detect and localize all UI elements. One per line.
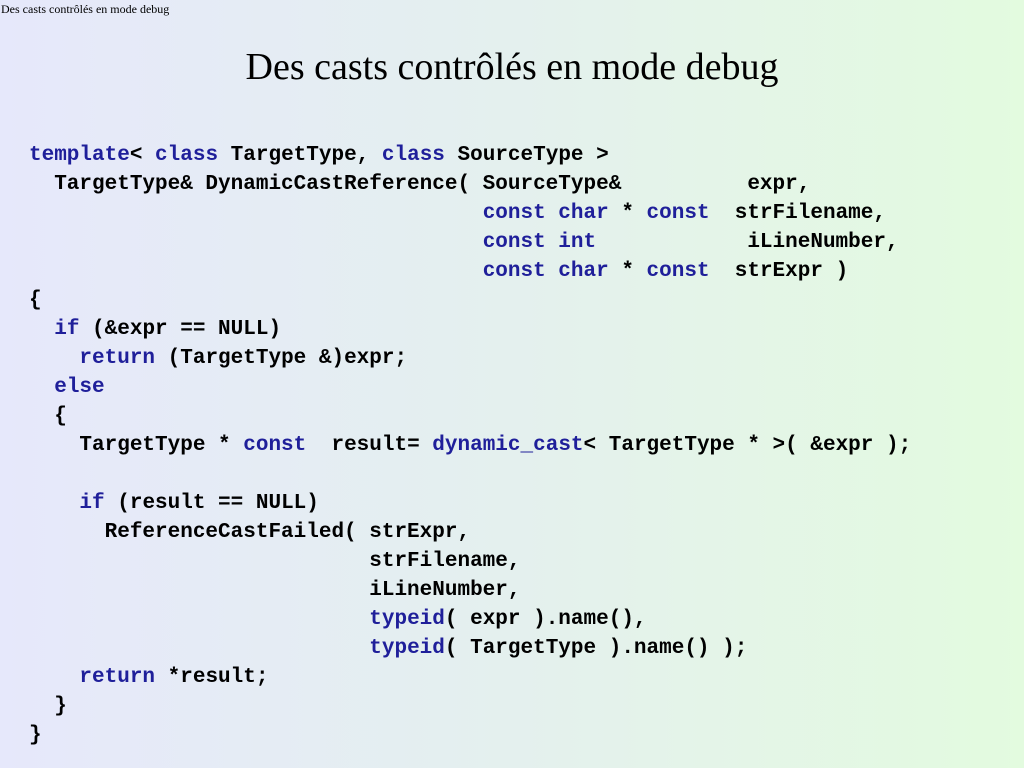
code-keyword: class <box>155 144 219 167</box>
code-keyword: if <box>79 492 105 515</box>
code-text: ReferenceCastFailed( strExpr, <box>29 521 471 544</box>
code-text <box>29 202 483 225</box>
code-text: strFilename, <box>709 202 886 225</box>
code-text: *result; <box>155 666 269 689</box>
code-block: template< class TargetType, class Source… <box>29 141 1024 750</box>
code-keyword: const <box>646 260 710 283</box>
code-line: iLineNumber, <box>29 576 1024 605</box>
code-line: if (&expr == NULL) <box>29 315 1024 344</box>
code-text: (TargetType &)expr; <box>155 347 408 370</box>
code-text <box>29 318 54 341</box>
code-keyword: if <box>54 318 80 341</box>
code-text: TargetType, <box>218 144 382 167</box>
code-text <box>29 666 79 689</box>
code-text <box>29 637 369 660</box>
code-keyword: return <box>79 347 156 370</box>
code-line: { <box>29 402 1024 431</box>
code-keyword: typeid <box>369 608 445 631</box>
code-text: * <box>608 260 647 283</box>
code-text: strFilename, <box>29 550 521 573</box>
code-line: if (result == NULL) <box>29 489 1024 518</box>
code-keyword: class <box>381 144 445 167</box>
code-line: const int iLineNumber, <box>29 228 1024 257</box>
code-line: strFilename, <box>29 547 1024 576</box>
slide-title: Des casts contrôlés en mode debug <box>245 46 779 88</box>
code-text: } <box>29 695 67 718</box>
code-keyword: dynamic_cast <box>432 434 584 457</box>
code-line <box>29 460 1024 489</box>
code-text: SourceType > <box>444 144 609 167</box>
code-line: } <box>29 721 1024 750</box>
code-line: TargetType& DynamicCastReference( Source… <box>29 170 1024 199</box>
code-line: } <box>29 692 1024 721</box>
code-line: return *result; <box>29 663 1024 692</box>
code-text: (&expr == NULL) <box>79 318 282 341</box>
code-line: ReferenceCastFailed( strExpr, <box>29 518 1024 547</box>
code-text: strExpr ) <box>709 260 849 283</box>
header-text: Des casts contrôlés en mode debug <box>1 2 170 16</box>
code-text: < TargetType * >( &expr ); <box>583 434 912 457</box>
code-keyword: const <box>646 202 710 225</box>
code-text: result= <box>306 434 433 457</box>
code-text <box>29 231 483 254</box>
code-line: typeid( TargetType ).name() ); <box>29 634 1024 663</box>
code-text: iLineNumber, <box>29 579 521 602</box>
code-text: * <box>608 202 647 225</box>
code-text: iLineNumber, <box>596 231 899 254</box>
code-line: else <box>29 373 1024 402</box>
code-line: TargetType * const result= dynamic_cast<… <box>29 431 1024 460</box>
code-text: { <box>29 289 42 312</box>
code-line: template< class TargetType, class Source… <box>29 141 1024 170</box>
code-keyword: else <box>54 376 105 399</box>
code-keyword: const char <box>482 202 609 225</box>
code-text <box>29 492 79 515</box>
code-text: (result == NULL) <box>104 492 319 515</box>
code-keyword: const int <box>482 231 597 254</box>
code-line: typeid( expr ).name(), <box>29 605 1024 634</box>
code-text: { <box>29 405 67 428</box>
code-line: { <box>29 286 1024 315</box>
code-text: TargetType& DynamicCastReference( Source… <box>29 173 811 196</box>
code-keyword: return <box>79 666 156 689</box>
code-keyword: const <box>243 434 307 457</box>
code-text: ( expr ).name(), <box>444 608 647 631</box>
code-keyword: typeid <box>369 637 445 660</box>
code-line: return (TargetType &)expr; <box>29 344 1024 373</box>
code-line: const char * const strExpr ) <box>29 257 1024 286</box>
code-text: < <box>129 144 156 167</box>
code-text <box>29 260 483 283</box>
code-text: } <box>29 724 42 747</box>
code-text <box>29 376 54 399</box>
code-text: ( TargetType ).name() ); <box>444 637 748 660</box>
code-keyword: const char <box>482 260 609 283</box>
code-text <box>29 347 79 370</box>
code-line: const char * const strFilename, <box>29 199 1024 228</box>
code-text <box>29 608 369 631</box>
code-text: TargetType * <box>29 434 244 457</box>
code-keyword: template <box>29 144 130 167</box>
